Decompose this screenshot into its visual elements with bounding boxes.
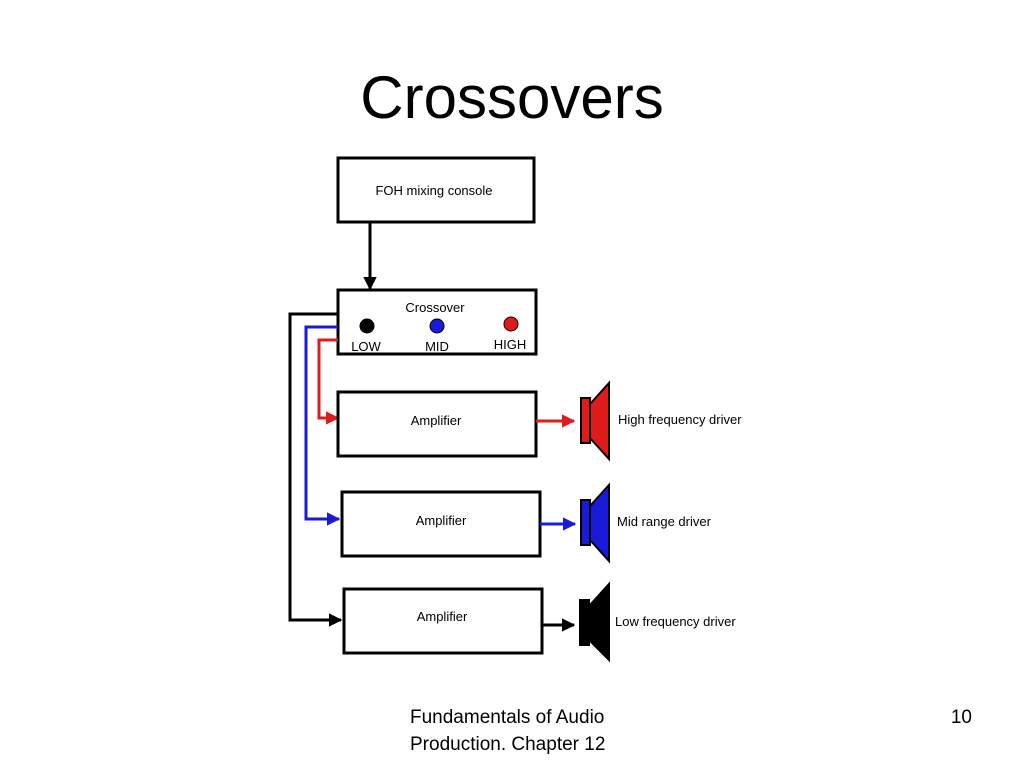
page-number: 10 [950, 707, 972, 728]
footer-line-2: Production. Chapter 12 [410, 734, 606, 755]
amplifier-low-box [342, 587, 544, 655]
low-output-label: LOW [351, 339, 381, 354]
high-output-label: HIGH [494, 337, 527, 352]
high-signal-path [317, 338, 340, 425]
crossover-title: Crossover [405, 300, 465, 315]
foh-console-box [336, 156, 536, 224]
mid-output-label: MID [425, 339, 449, 354]
amplifier-high-box [336, 390, 538, 458]
footer-line-1: Fundamentals of Audio [410, 707, 605, 728]
mid-signal-path [304, 325, 341, 526]
low-signal-path [288, 312, 343, 627]
low-frequency-driver-label: Low frequency driver [615, 614, 736, 629]
high-frequency-driver-label: High frequency driver [618, 412, 742, 427]
mid-output-jack [429, 318, 445, 334]
foh-console-block: FOH mixing console [336, 156, 536, 224]
low-output-jack [359, 318, 375, 334]
amplifier-high-label: Amplifier [411, 413, 462, 428]
mid-range-driver-label: Mid range driver [617, 514, 712, 529]
amplifier-low-label: Amplifier [417, 609, 468, 624]
amplifier-mid-block: Amplifier [340, 490, 542, 558]
mid-range-driver-icon [580, 482, 610, 564]
low-frequency-driver-icon [579, 581, 610, 663]
amplifier-high-block: Amplifier [336, 390, 538, 458]
footer-source: Fundamentals of Audio Production. Chapte… [410, 704, 605, 758]
foh-console-label: FOH mixing console [375, 183, 492, 198]
slide-title: Crossovers [360, 64, 664, 131]
high-output-jack [503, 316, 519, 332]
amplifier-mid-label: Amplifier [416, 513, 467, 528]
amplifier-low-block: Amplifier [342, 587, 544, 655]
crossover-block: Crossover LOW MID HIGH [336, 288, 538, 356]
high-frequency-driver-icon [580, 380, 610, 462]
